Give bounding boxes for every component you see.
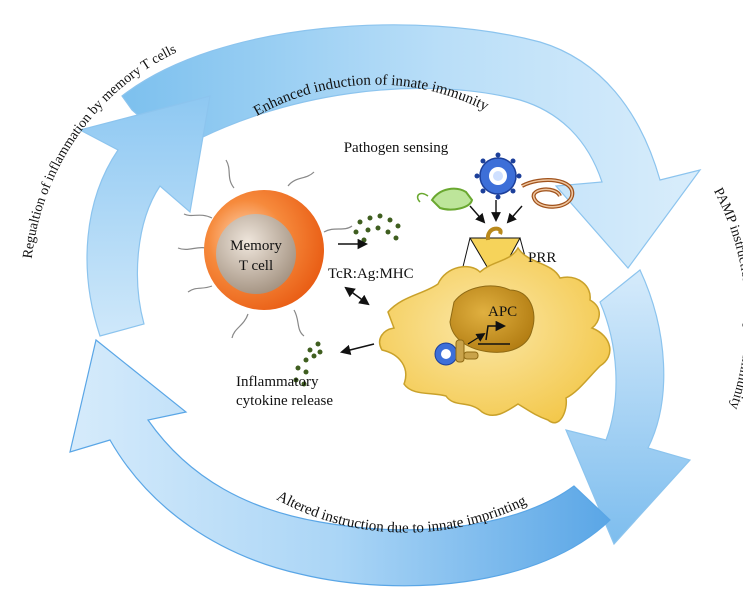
t-cell-receptors (177, 159, 353, 339)
apc-nucleus (449, 285, 535, 353)
prr-label: PRR (528, 250, 556, 266)
interaction-arrows (338, 238, 375, 356)
cycle-arrows (69, 24, 702, 587)
memory-t-cell (177, 159, 353, 339)
endosome-virus-icon (434, 339, 479, 366)
inflammatory-label: Inflammatory (236, 374, 319, 390)
apc-label: APC (488, 304, 517, 320)
arc-arrow-bottom (69, 338, 611, 587)
cytokine-release-label: cytokine release (236, 393, 333, 409)
t-cell-label: T cell (239, 258, 273, 274)
worm-icon (521, 178, 575, 209)
bacterium-icon (416, 187, 474, 211)
arc-arrow-left (78, 95, 211, 337)
cytokines-top (353, 213, 401, 243)
arc-label-right: PAMP instruction of adaptive immunity (710, 185, 743, 411)
apc-cell (378, 246, 611, 424)
arc-arrow-top (121, 24, 702, 269)
memory-label: Memory (230, 238, 282, 254)
pathogens (416, 152, 575, 224)
tcr-label: TcR:Ag:MHC (328, 266, 414, 282)
virus-icon (474, 152, 522, 200)
arc-arrow-right (564, 269, 692, 546)
cytokines-bottom (293, 341, 323, 387)
pathogen-sensing-label: Pathogen sensing (344, 140, 449, 156)
